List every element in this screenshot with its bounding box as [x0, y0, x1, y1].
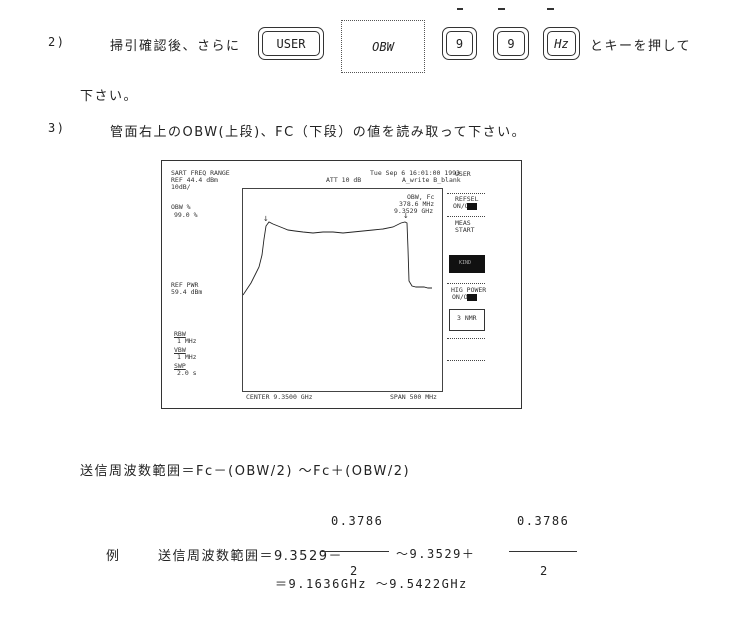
top-mark-1 [457, 8, 463, 10]
screen-span: SPAN 500 MHz [390, 393, 437, 401]
example-denominator-1: 2 [350, 564, 359, 578]
softkey-hpower[interactable]: HIG POWER ON/OFF [447, 283, 487, 308]
softkey-nmr[interactable]: 3 NMR [449, 309, 485, 331]
step2-text-before: 掃引確認後、さらに [110, 39, 241, 54]
example-label: 例 [106, 549, 121, 564]
marker-obw: 378.6 MHz [399, 200, 435, 208]
screen-scale: 10dB/ [171, 183, 191, 191]
screen-obw-label: OBW % [171, 203, 191, 211]
softkey-kind-label: KIND [459, 260, 472, 266]
key-obw-label: OBW [372, 39, 394, 54]
screen-swp-value: 2.0 s [177, 369, 197, 377]
screen-ref-level: REF 44.4 dBm [171, 176, 218, 184]
softkey-meas-1: MEAS [455, 219, 471, 227]
softkey-panel: USER REFSEL ON/OFF MEAS START KIND HIG P… [447, 170, 513, 392]
step3-number: 3) [48, 121, 66, 135]
screen-title: SART FREQ RANGE [171, 169, 230, 177]
hpower-on-indicator [467, 294, 477, 301]
analyzer-screen: SART FREQ RANGE REF 44.4 dBm 10dB/ Tue S… [161, 160, 522, 409]
screen-trace: A_write B_blank [402, 176, 461, 184]
key-hz-label: Hz [554, 36, 569, 51]
screen-swp-label: SWP [174, 362, 186, 370]
softkey-divider-2 [447, 360, 485, 361]
softkey-hpower-1: HIG POWER [451, 286, 487, 294]
formula: 送信周波数範囲＝Fc－(OBW/2) ～Fc＋(OBW/2) [80, 464, 411, 479]
example-numerator-1: 0.3786 [331, 514, 384, 528]
key-obw[interactable]: OBW [341, 20, 425, 73]
screen-vbw-label: VBW [174, 346, 186, 354]
refsel-on-indicator [467, 203, 477, 210]
screen-rbw-label: RBW [174, 330, 186, 338]
key-hz[interactable]: Hz [543, 27, 580, 60]
key-9a-label: 9 [455, 36, 464, 51]
example-middle: ～9.3529＋ [396, 547, 476, 561]
screen-center: CENTER 9.3500 GHz [246, 393, 313, 401]
softkey-user-title: USER [455, 170, 471, 178]
spectrum-trace [243, 221, 432, 296]
fraction-bar-2 [509, 551, 577, 552]
step2-continuation: 下さい。 [80, 89, 139, 104]
softkey-meas-2: START [455, 226, 475, 234]
softkey-refsel-2: ON/OFF [453, 202, 477, 210]
softkey-refsel[interactable]: REFSEL ON/OFF [447, 193, 485, 216]
screen-ref-pwr-value: 59.4 dBm [171, 288, 203, 296]
softkey-refsel-1: REFSEL [455, 195, 479, 203]
key-user[interactable]: USER [258, 27, 324, 60]
key-9b-label: 9 [507, 36, 515, 51]
key-user-label: USER [276, 36, 306, 51]
step2-text-after: とキーを押して [590, 39, 692, 54]
step2-number: 2) [48, 35, 66, 49]
screen-ref-pwr-label: REF PWR [171, 281, 199, 289]
fraction-bar-1 [321, 551, 389, 552]
screen-att: ATT 10 dB [326, 176, 362, 184]
marker-arrow-right: ↓ [403, 212, 409, 220]
marker-header: OBW, Fc [407, 193, 435, 201]
screen-vbw-value: 1 MHz [177, 353, 197, 361]
softkey-meas[interactable]: MEAS START [447, 216, 485, 242]
softkey-kind[interactable]: KIND [449, 255, 485, 273]
top-mark-2 [498, 8, 505, 10]
screen-date: Tue Sep 6 16:01:00 1993 [370, 169, 461, 177]
marker-arrow-left: ↓ [263, 215, 269, 223]
example-lhs: 送信周波数範囲＝9.3529－ [158, 549, 343, 564]
marker-fc: 9.3529 GHz [394, 207, 434, 215]
softkey-nmr-label: 3 NMR [457, 314, 477, 322]
example-result: ＝9.1636GHz ～9.5422GHz [275, 577, 468, 591]
step3-text: 管面右上のOBW(上段)、FC（下段）の値を読み取って下さい。 [110, 125, 527, 140]
screen-rbw-value: 1 MHz [177, 337, 197, 345]
softkey-hpower-2: ON/OFF [452, 293, 476, 301]
top-mark-3 [547, 8, 554, 10]
screen-obw-pct: 99.0 % [174, 211, 198, 219]
softkey-divider-1 [447, 338, 485, 339]
example-numerator-2: 0.3786 [517, 514, 570, 528]
key-9a[interactable]: 9 [442, 27, 477, 60]
example-denominator-2: 2 [540, 564, 549, 578]
key-9b[interactable]: 9 [493, 27, 529, 60]
graticule: ↓ ↓ [242, 188, 443, 392]
